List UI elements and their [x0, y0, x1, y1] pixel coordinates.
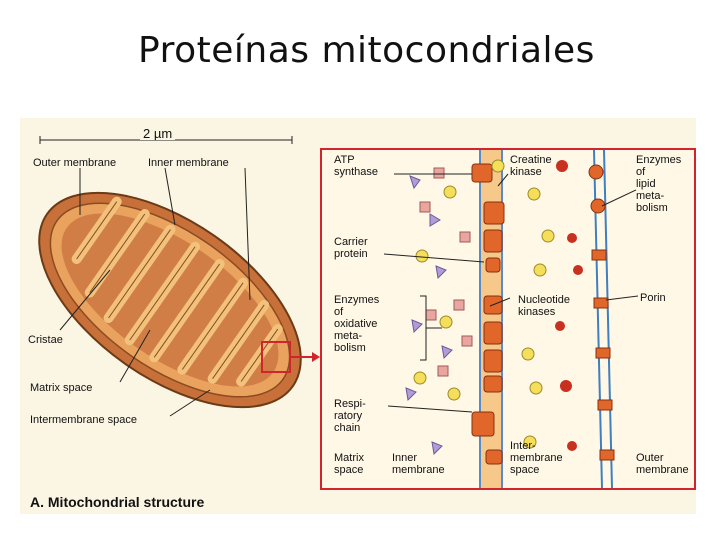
leader-inner-membrane — [164, 167, 176, 226]
label-enzymes-oxidative-metabolism: Enzymes of oxidative meta- bolism — [334, 294, 380, 354]
label-carrier-protein: Carrier protein — [334, 236, 368, 260]
label-intermembrane-space: Intermembrane space — [30, 414, 137, 426]
slide-title: Proteínas mitocondriales — [138, 30, 595, 71]
label-matrix-space-detail: Matrix space — [334, 452, 364, 476]
leader-matrix — [119, 329, 151, 383]
panel-leader-lines — [383, 173, 639, 413]
label-creatine-kinase: Creatine kinase — [510, 154, 552, 178]
metabolites-pink — [419, 167, 473, 377]
label-enzymes-lipid-metabolism: Enzymes of lipid meta- bolism — [636, 154, 682, 214]
scale-label: 2 µm — [140, 127, 176, 140]
mitochondrion-body — [38, 191, 302, 409]
membrane-detail-illustration — [383, 150, 639, 488]
inner-membrane-band — [480, 150, 502, 488]
figure-caption: A. Mitochondrial structure — [30, 494, 205, 510]
metabolites-yellow — [413, 159, 555, 449]
label-outer-membrane-detail: Outer membrane — [636, 452, 689, 476]
membrane-detail-panel — [320, 148, 696, 490]
label-respiratory-chain: Respi- ratory chain — [334, 398, 366, 434]
label-cristae: Cristae — [28, 334, 63, 346]
label-nucleotide-kinases: Nucleotide kinases — [518, 294, 570, 318]
leader-cristae — [59, 269, 111, 331]
kinase-molecules — [555, 160, 583, 451]
label-inner-membrane-detail: Inner membrane — [392, 452, 445, 476]
leader-intermembrane — [169, 389, 211, 417]
label-outer-membrane: Outer membrane — [33, 157, 117, 169]
label-matrix-space: Matrix space — [30, 382, 93, 394]
metabolites-purple — [405, 175, 453, 456]
label-inner-membrane: Inner membrane — [148, 157, 229, 169]
label-atp-synthase: ATP synthase — [334, 154, 379, 178]
outer-membrane-proteins — [588, 164, 615, 461]
inner-membrane-proteins — [471, 163, 505, 465]
label-porin: Porin — [640, 292, 666, 304]
label-intermembrane-space-detail: Inter- membrane space — [510, 440, 563, 476]
outer-membrane-line-b — [603, 150, 613, 488]
